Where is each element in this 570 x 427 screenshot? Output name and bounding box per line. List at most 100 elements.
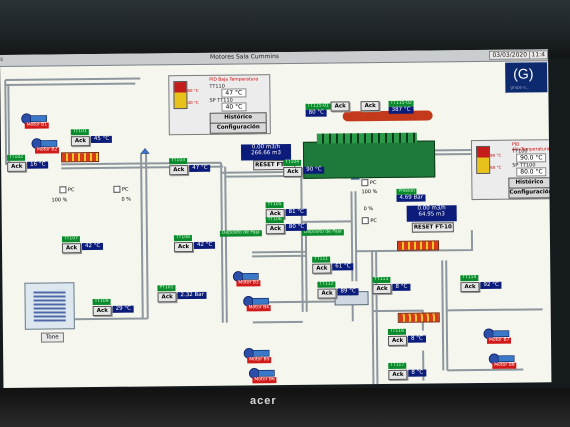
heat-exchanger-left bbox=[61, 151, 100, 163]
reading-tag: TT117 bbox=[388, 362, 407, 369]
pid-high-value1: 90.0 °C bbox=[516, 153, 547, 163]
ack-button[interactable]: Ack bbox=[283, 166, 303, 178]
engine-val-right: 387 °C bbox=[388, 106, 414, 114]
pump-icon[interactable] bbox=[21, 109, 49, 125]
reading-tag: TT107 bbox=[61, 236, 80, 243]
company-logo: (G) grupo e... bbox=[505, 62, 548, 93]
reading-tag: TT106 bbox=[265, 217, 284, 224]
motor-label: Motor B8 bbox=[492, 362, 517, 369]
pump-icon[interactable] bbox=[248, 364, 276, 379]
reading-value: 81 °C bbox=[285, 208, 308, 217]
high-temp-gauge bbox=[475, 145, 491, 175]
reading-value: 8 °C bbox=[407, 335, 426, 343]
pipe-network bbox=[4, 77, 543, 388]
ack-button[interactable]: Ack bbox=[460, 281, 480, 293]
ack-button[interactable]: Ack bbox=[312, 263, 332, 274]
motor-label: Motor B1 bbox=[24, 122, 50, 129]
motor-label: Motor B5 bbox=[247, 357, 272, 364]
reading-value: 45 °C bbox=[90, 135, 113, 144]
reading-value: 42 °C bbox=[193, 241, 216, 249]
flow-right-display: 0.00 m3/h 64.95 m3 bbox=[406, 205, 457, 222]
reading-tag: TT108 bbox=[173, 235, 192, 242]
pump-icon[interactable] bbox=[31, 134, 59, 150]
pump-icon[interactable] bbox=[488, 350, 516, 365]
reading-tag: TT114 bbox=[460, 275, 479, 282]
flow-right-total: 64.95 m3 bbox=[418, 211, 445, 218]
reading-value: 89 °C bbox=[337, 288, 359, 296]
ack-button[interactable]: Ack bbox=[173, 241, 194, 253]
depot-left-tag: Deposito de Paja bbox=[219, 230, 262, 237]
pressure-value: 4.69 Bar bbox=[396, 194, 426, 202]
ack-button[interactable]: Ack bbox=[387, 335, 408, 346]
pump-icon[interactable] bbox=[483, 325, 511, 340]
configuracion-button-high[interactable]: Configuración bbox=[508, 187, 551, 199]
motor-label: Motor B6 bbox=[252, 377, 277, 384]
pid-high-temp-panel: 80 °C 60 °C PID AltaTemperatura TT100 90… bbox=[470, 139, 552, 201]
ack-button[interactable]: Ack bbox=[157, 292, 177, 303]
configuracion-button-low[interactable]: Configuración bbox=[209, 122, 267, 134]
reset-ft10-button[interactable]: RESET FT-10 bbox=[411, 222, 454, 233]
scada-screen: s Motores Sala Cummins 03/03/2020 11:4 (… bbox=[0, 49, 552, 388]
valve-left-pct2: 0 % bbox=[121, 196, 132, 203]
monitor-bezel-bottom bbox=[0, 388, 570, 427]
valve-left-pc[interactable]: PC bbox=[59, 186, 75, 194]
gauge-hi-label-high: 80 °C bbox=[490, 152, 502, 158]
radiator-fins bbox=[33, 289, 66, 322]
engine-val-left: 80 °C bbox=[305, 109, 328, 117]
valve-right-pc2[interactable]: PC bbox=[361, 217, 377, 225]
flow-left-display: 0.00 m3/h 266.66 m3 bbox=[240, 143, 292, 161]
ack-button[interactable]: Ack bbox=[388, 369, 408, 380]
gauge-lo-label-high: 60 °C bbox=[490, 164, 502, 170]
reading-value: 80 °C bbox=[285, 223, 308, 232]
engine-ack-left[interactable]: Ack bbox=[330, 101, 350, 112]
logo-mark: (G) bbox=[513, 65, 534, 82]
valve-left-pct: 100 % bbox=[51, 197, 68, 204]
ack-button[interactable]: Ack bbox=[7, 161, 27, 172]
pump-icon[interactable] bbox=[243, 344, 271, 359]
ack-button[interactable]: Ack bbox=[317, 288, 337, 299]
tone-button[interactable]: Tone bbox=[40, 332, 64, 343]
valve-right-pc[interactable]: PC bbox=[361, 179, 377, 187]
logo-caption: grupo e... bbox=[510, 84, 530, 90]
reading-tag: TT101 bbox=[70, 129, 89, 136]
heat-exchanger-right bbox=[396, 240, 440, 251]
pump-icon[interactable] bbox=[232, 267, 260, 282]
motor-label: Motor B4 bbox=[246, 305, 272, 312]
monitor-brand: acer bbox=[250, 395, 277, 407]
reading-value: 61 °C bbox=[332, 263, 354, 271]
engine-ack-right[interactable]: Ack bbox=[360, 101, 380, 112]
pump-icon[interactable] bbox=[243, 292, 271, 307]
ack-button[interactable]: Ack bbox=[169, 165, 189, 176]
reading-tag: TT111 bbox=[312, 256, 331, 263]
pid-low-value1: 47 °C bbox=[221, 88, 247, 98]
valve-right-pct: 100 % bbox=[361, 189, 378, 196]
reading-tag: TT113 bbox=[372, 276, 391, 284]
pid-high-value2: 80.0 °C bbox=[516, 167, 547, 177]
motor-label: Motor B3 bbox=[236, 280, 261, 287]
reading-tag: PT101 bbox=[157, 285, 176, 292]
reading-tag: TT105 bbox=[265, 202, 284, 209]
reading-tag: TT104 bbox=[283, 159, 302, 167]
gauge-lo-label: 40 °C bbox=[187, 99, 199, 106]
reading-tag: TT109 bbox=[92, 298, 111, 306]
heat-exchanger-bottom bbox=[397, 312, 440, 323]
low-temp-gauge bbox=[173, 81, 188, 110]
ack-button[interactable]: Ack bbox=[92, 305, 112, 317]
reading-value: 47 °C bbox=[189, 164, 211, 173]
pid-low-temp-panel: 60 °C 40 °C PID Baja Temperatura TT110 4… bbox=[168, 74, 271, 136]
ack-button[interactable]: Ack bbox=[70, 136, 91, 147]
ack-button[interactable]: Ack bbox=[265, 224, 286, 235]
valve-left-pc2[interactable]: PC bbox=[113, 185, 129, 193]
reading-tag: TT102 bbox=[7, 154, 26, 161]
ack-button[interactable]: Ack bbox=[372, 283, 392, 295]
ack-button[interactable]: Ack bbox=[61, 243, 82, 254]
reading-tag: TT103 bbox=[169, 158, 188, 165]
reading-value: 8 °C bbox=[408, 369, 427, 377]
reading-value: 2.32 Bar bbox=[177, 291, 207, 300]
reading-value: 29 °C bbox=[112, 305, 135, 313]
reading-value: 92 °C bbox=[480, 281, 502, 289]
pid-low-value2: 40 °C bbox=[221, 102, 247, 112]
background-wall bbox=[0, 0, 570, 58]
engine-cylinders bbox=[316, 132, 417, 144]
